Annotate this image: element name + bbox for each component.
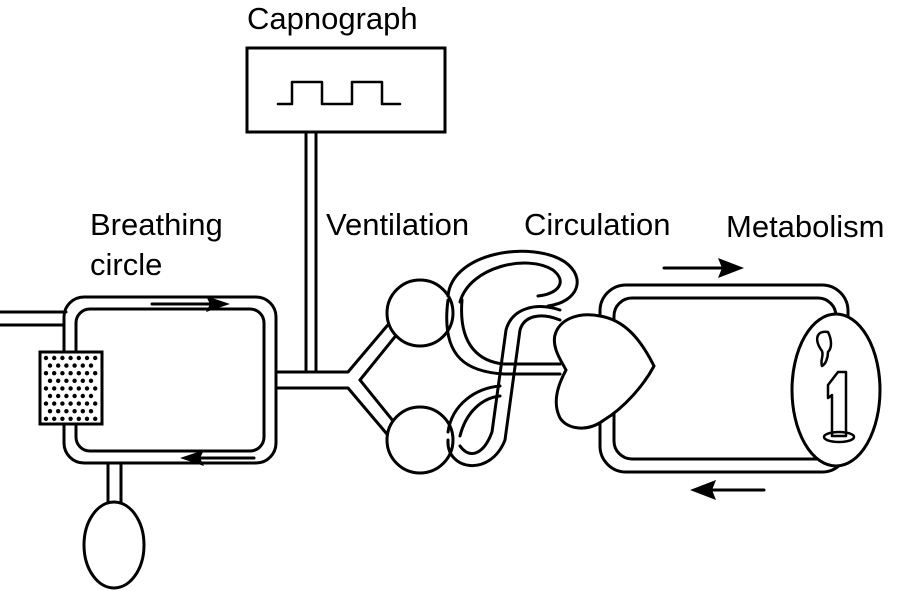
capnograph-monitor <box>245 46 447 134</box>
breathing-circle-label-line1: Breathing <box>90 207 223 242</box>
metabolism-label: Metabolism <box>726 209 885 244</box>
flow-arrow-icon <box>150 258 766 500</box>
capnograph-label: Capnograph <box>247 1 418 36</box>
fresh-gas-inlet <box>0 310 68 327</box>
reservoir-bag-icon <box>82 461 146 590</box>
tissue-compartment <box>790 312 882 468</box>
heart-icon <box>552 313 656 430</box>
capnograph-waveform-icon <box>276 80 402 106</box>
bronchial-tree <box>328 318 400 442</box>
co2-absorber-icon <box>38 350 104 426</box>
sampling-line <box>304 130 318 374</box>
candle-flame-icon <box>815 330 856 444</box>
breathing-circle-label-line2: circle <box>90 247 163 282</box>
lung-icon <box>385 405 455 475</box>
connector-tube <box>274 370 332 390</box>
pulmonary-circulation <box>445 249 579 468</box>
lung-icon <box>385 278 455 348</box>
circulation-label: Circulation <box>524 207 671 242</box>
ventilation-label: Ventilation <box>326 207 470 242</box>
